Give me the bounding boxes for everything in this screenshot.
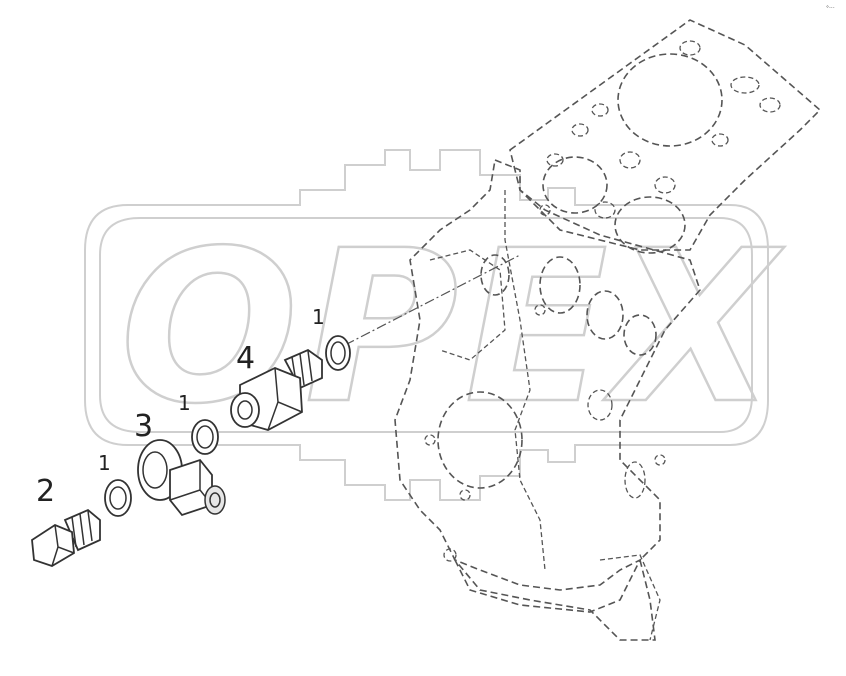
- front-cover-bolt-5: [654, 454, 666, 466]
- front-cover-port-2: [586, 290, 624, 340]
- gasket-hole-1: [679, 40, 701, 56]
- banjo-fitting: [137, 439, 226, 517]
- right-flange: [599, 554, 661, 641]
- gasket-hole-5: [571, 123, 589, 137]
- callout-1-top: 1: [312, 305, 325, 329]
- corner-mark: °···: [826, 5, 835, 12]
- gasket-hole-7: [654, 176, 676, 194]
- callout-3: 3: [134, 409, 153, 444]
- front-cover-port-3: [623, 314, 657, 356]
- assembly-axis-line: [344, 254, 521, 346]
- watermark-text: OPEX: [120, 205, 785, 450]
- cylinder-bore-1: [617, 53, 723, 147]
- gasket-hole-8: [711, 133, 729, 147]
- front-cover-port-4: [480, 254, 510, 296]
- front-cover-boss: [587, 389, 613, 421]
- cylinder-bore-3: [614, 196, 686, 254]
- banjo-bolt: [31, 508, 101, 567]
- watermark-inner-frame: [99, 217, 753, 433]
- engine-front-cover: [394, 19, 822, 641]
- head-gasket-outline: [509, 19, 822, 251]
- washer-mid: [191, 419, 219, 455]
- front-cover-bolt-4: [443, 548, 457, 562]
- front-cover-bolt-1: [424, 434, 436, 446]
- gasket-hole-9: [594, 201, 616, 219]
- callouts: 1 4 1 3 1 2: [36, 305, 325, 509]
- adapter: [230, 348, 323, 431]
- gasket-hole-2: [730, 76, 760, 94]
- watermark-gear-outline: [84, 149, 769, 501]
- front-cover-inner-2: [429, 249, 506, 361]
- gasket-hole-4: [591, 103, 609, 117]
- front-cover-boss-2: [624, 461, 646, 499]
- watermark: OPEX: [84, 149, 785, 501]
- washer-top: [325, 335, 351, 371]
- gasket-hole-10: [546, 153, 564, 167]
- washer-low: [104, 479, 132, 517]
- front-cover-bolt-2: [459, 489, 471, 501]
- gasket-hole-6: [619, 151, 641, 169]
- front-cover-inner: [504, 190, 546, 571]
- gasket-hole-3: [759, 97, 781, 113]
- front-cover-large-bore: [437, 391, 523, 489]
- front-cover-bolt-3: [534, 304, 546, 316]
- callout-1-low: 1: [98, 451, 111, 475]
- oil-pan-flange: [453, 558, 642, 613]
- front-cover-outline: [394, 158, 701, 641]
- callout-4: 4: [236, 341, 255, 376]
- callout-2: 2: [36, 474, 55, 509]
- front-cover-bolt-6: [539, 204, 551, 216]
- callout-1-mid: 1: [178, 391, 191, 415]
- cylinder-bore-2: [542, 156, 608, 214]
- front-cover-port-1: [539, 256, 581, 314]
